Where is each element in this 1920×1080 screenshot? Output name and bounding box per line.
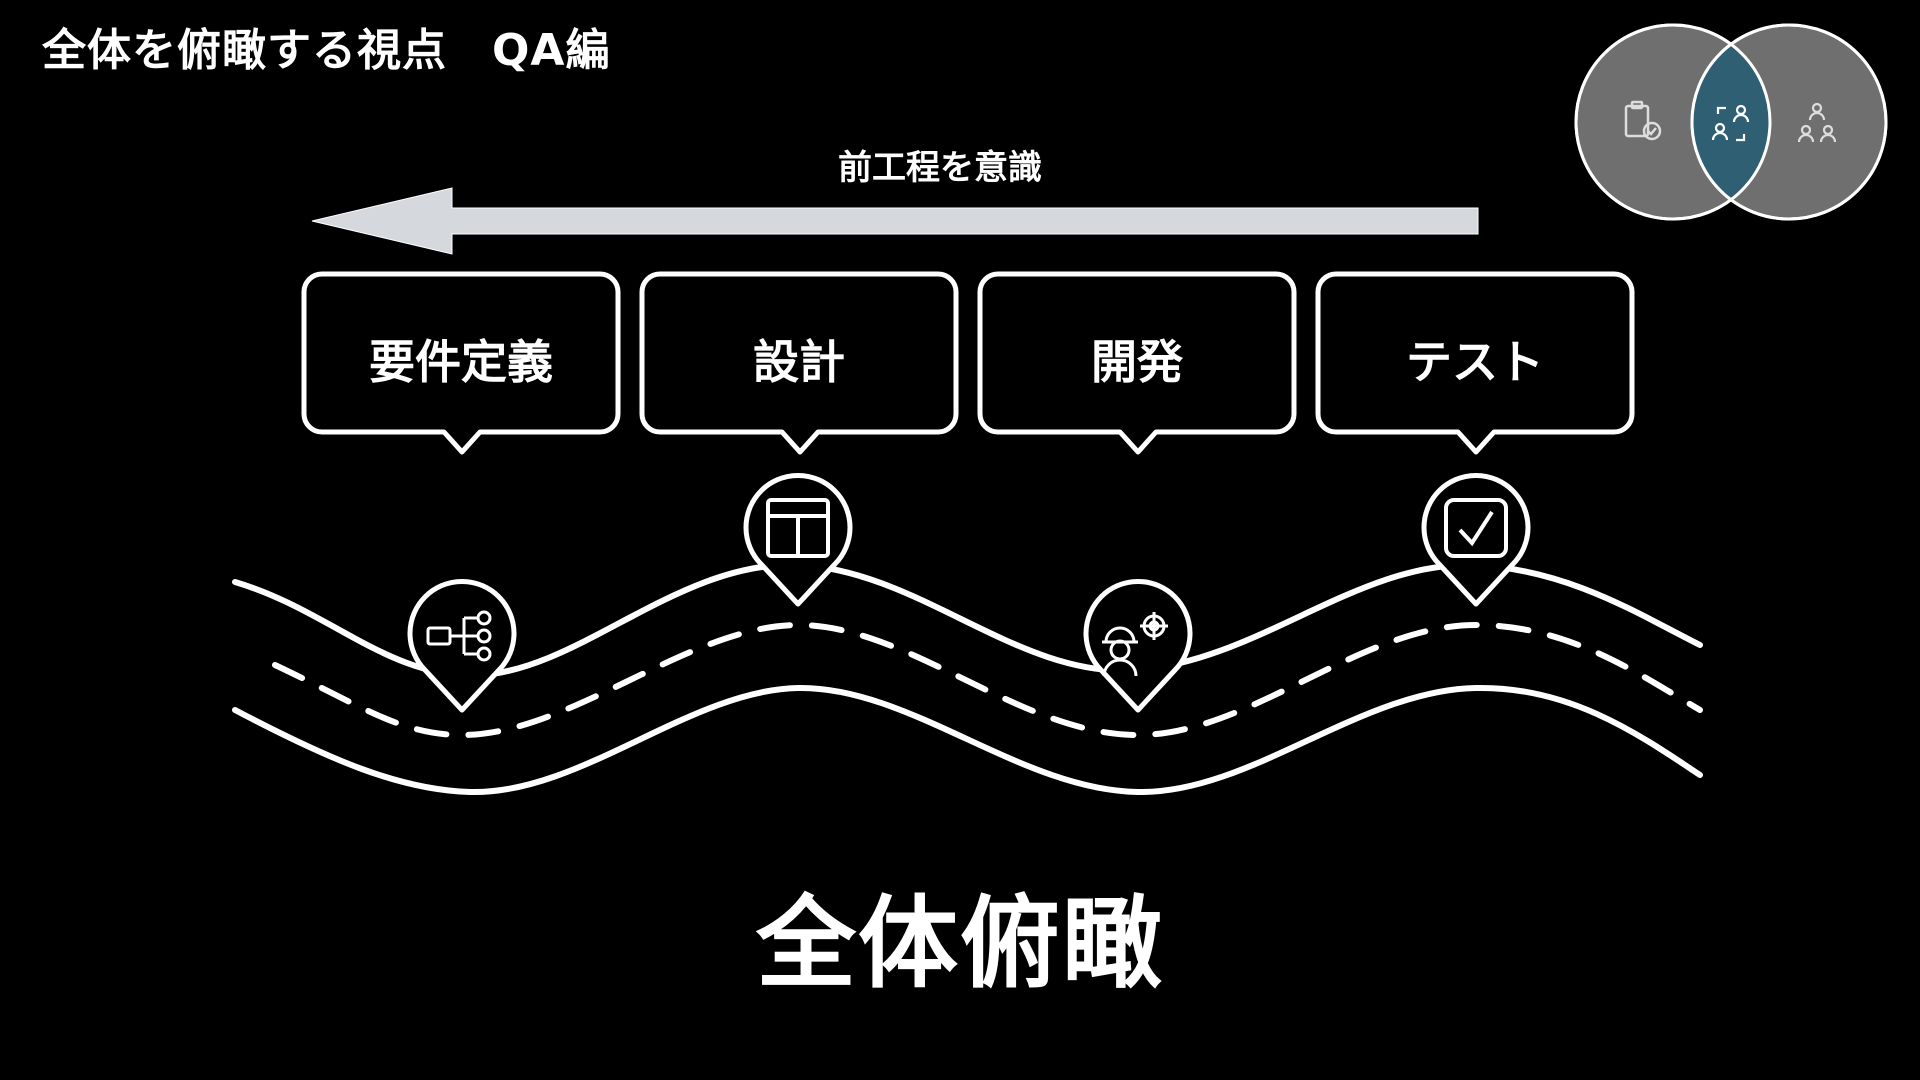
engineer-gear-icon <box>1102 612 1168 677</box>
road-center-dashes <box>272 621 1703 739</box>
checkbox-icon <box>1444 498 1508 558</box>
hierarchy-flow-icon <box>426 610 492 662</box>
bubble-design <box>639 271 959 455</box>
venn-overlap <box>1692 25 1770 219</box>
pin-development <box>1083 579 1193 713</box>
bubble-requirements <box>301 271 621 455</box>
slide-title: 全体を俯瞰する視点 QA編 <box>42 25 611 76</box>
layout-design-icon <box>766 498 830 558</box>
arrow-shape <box>311 187 1479 255</box>
people-exchange-icon <box>1711 104 1750 142</box>
phase-label-testing: テスト <box>1406 335 1544 389</box>
road-bottom-edge <box>232 684 1703 796</box>
phase-label-design: 設計 <box>753 335 845 389</box>
pin-requirements <box>407 579 517 713</box>
team-hierarchy-icon <box>1797 102 1837 143</box>
arrow-label: 前工程を意識 <box>838 148 1042 188</box>
phase-label-development: 開発 <box>1091 335 1183 389</box>
bubble-testing <box>1315 271 1635 455</box>
main-caption: 全体俯瞰 <box>756 885 1164 1002</box>
bubble-development <box>977 271 1297 455</box>
clipboard-check-icon <box>1624 100 1662 141</box>
phase-label-requirements: 要件定義 <box>369 335 553 389</box>
